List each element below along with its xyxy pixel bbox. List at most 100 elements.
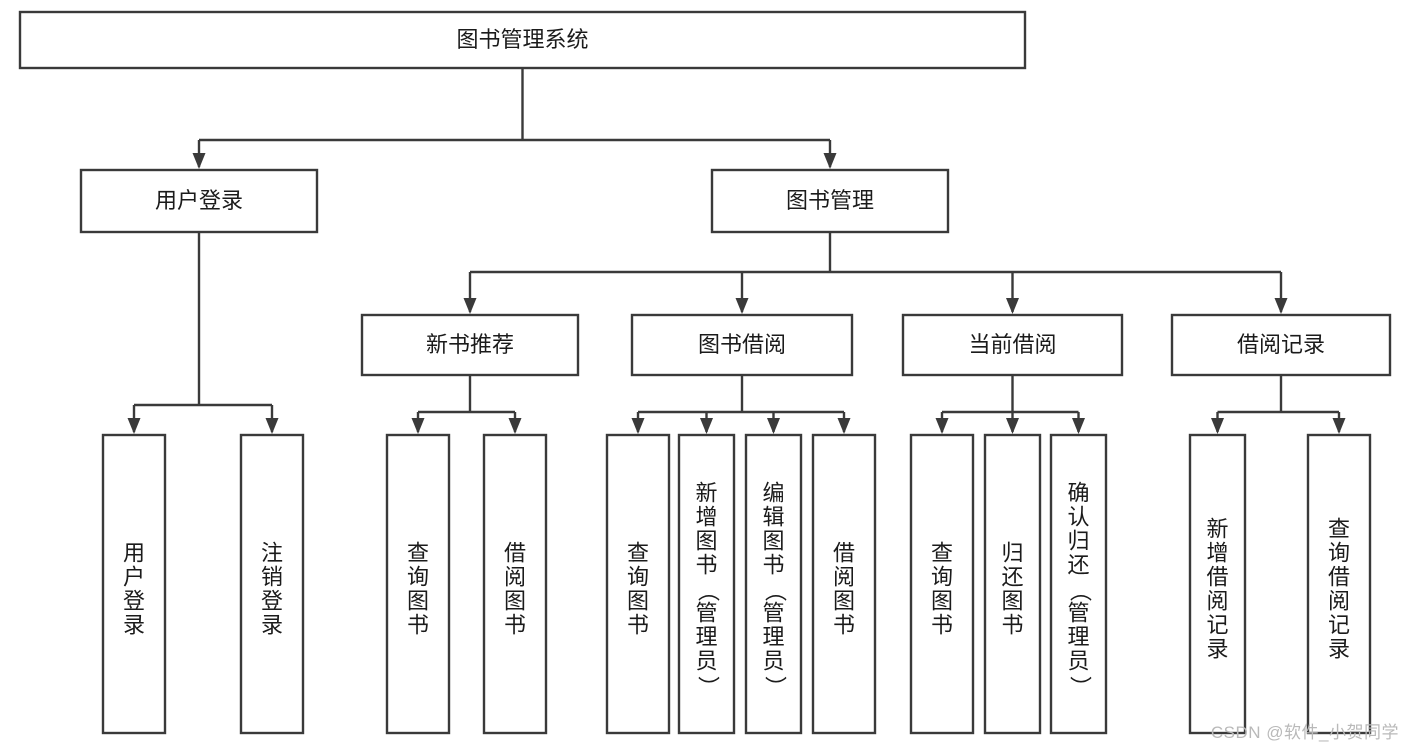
node-box[interactable] <box>710 168 950 234</box>
node-label-char: 查 <box>407 541 429 566</box>
node-label-char: 员 <box>762 649 784 674</box>
node-label-char: 注 <box>261 541 283 566</box>
node-label-char: 归 <box>1067 529 1089 554</box>
node-box[interactable] <box>744 433 803 735</box>
node-box[interactable] <box>1049 433 1108 735</box>
node-label-char: 图 <box>407 589 429 614</box>
node-label-char: 户 <box>123 565 145 590</box>
node-box[interactable] <box>1306 433 1372 735</box>
node-label-char: 询 <box>407 565 429 590</box>
arrow-head-icon <box>1072 418 1085 434</box>
node-label-char: 图 <box>762 529 784 554</box>
node-box[interactable] <box>630 313 854 377</box>
node-label-char: 借 <box>504 541 526 566</box>
node-label-char: 录 <box>123 613 145 638</box>
node-label-char: ） <box>763 676 788 698</box>
node-box[interactable] <box>677 433 736 735</box>
node-label-char: 书 <box>931 613 953 638</box>
node-label-char: 新 <box>695 481 717 506</box>
node-level2-3[interactable]: 借阅记录 <box>1170 313 1392 377</box>
node-box[interactable] <box>909 433 975 735</box>
node-label-char: 图 <box>833 589 855 614</box>
node-level1-0[interactable]: 用户登录 <box>79 168 319 234</box>
node-box[interactable] <box>79 168 319 234</box>
node-label-char: 书 <box>504 613 526 638</box>
node-level2-1[interactable]: 图书借阅 <box>630 313 854 377</box>
node-label-char: （ <box>763 580 788 602</box>
node-label-char: 确 <box>1067 481 1089 506</box>
node-box[interactable] <box>605 433 671 735</box>
node-label-char: 理 <box>762 625 784 650</box>
node-label-char: 图 <box>627 589 649 614</box>
node-label: 图书管理 <box>786 188 874 213</box>
node-box[interactable] <box>1170 313 1392 377</box>
arrow-head-icon <box>767 418 780 434</box>
node-label-char: 阅 <box>1328 589 1350 614</box>
node-label-char: 图 <box>695 529 717 554</box>
node-label-char: 认 <box>1067 505 1089 530</box>
node-label-char: 归 <box>1001 541 1023 566</box>
arrow-head-icon <box>508 418 522 434</box>
node-label-char: 图 <box>1001 589 1023 614</box>
node-label-char: 增 <box>1206 541 1228 566</box>
node-label-char: （ <box>696 580 721 602</box>
arrow-head-icon <box>700 418 713 434</box>
node-label-char: 还 <box>1067 553 1089 578</box>
node-label-char: 用 <box>123 541 145 566</box>
node-label-char: 借 <box>833 541 855 566</box>
node-level2-0[interactable]: 新书推荐 <box>360 313 580 377</box>
node-label-char: 录 <box>261 613 283 638</box>
node-label-char: 查 <box>627 541 649 566</box>
arrow-head-icon <box>631 418 645 434</box>
node-box[interactable] <box>983 433 1042 735</box>
node-label-char: 理 <box>1067 625 1089 650</box>
node-box[interactable] <box>385 433 451 735</box>
node-label-char: 书 <box>833 613 855 638</box>
arrow-head-icon <box>1006 418 1019 434</box>
node-box[interactable] <box>239 433 305 735</box>
node-level1-1[interactable]: 图书管理 <box>710 168 950 234</box>
arrow-head-icon <box>935 418 949 434</box>
node-label-char: 销 <box>261 565 283 590</box>
node-box[interactable] <box>360 313 580 377</box>
node-label-char: 新 <box>1206 517 1228 542</box>
arrow-head-icon <box>837 418 851 434</box>
node-label: 借阅记录 <box>1237 332 1325 357</box>
node-label-char: 记 <box>1206 613 1228 638</box>
node-box[interactable] <box>901 313 1124 377</box>
node-box[interactable] <box>482 433 548 735</box>
node-label-char: 阅 <box>1206 589 1228 614</box>
node-label-char: ） <box>1068 676 1093 698</box>
node-box[interactable] <box>811 433 877 735</box>
node-label-char: 书 <box>1001 613 1023 638</box>
node-level2-2[interactable]: 当前借阅 <box>901 313 1124 377</box>
arrow-head-icon <box>735 298 749 314</box>
arrow-head-icon <box>127 418 141 434</box>
node-label-char: 记 <box>1328 613 1350 638</box>
node-leaf-0[interactable]: 用户登录 <box>101 433 167 735</box>
node-root-book-management-system[interactable]: 图书管理系统 <box>18 10 1027 70</box>
node-label: 当前借阅 <box>968 332 1056 357</box>
node-label-char: 登 <box>123 589 145 614</box>
node-label-char: 书 <box>627 613 649 638</box>
node-box[interactable] <box>18 10 1027 70</box>
node-box[interactable] <box>1188 433 1247 735</box>
node-label-char: 管 <box>695 601 717 626</box>
node-label: 图书借阅 <box>698 332 786 357</box>
node-label-char: 录 <box>1206 637 1228 662</box>
node-label-char: 还 <box>1001 565 1023 590</box>
node-box[interactable] <box>101 433 167 735</box>
